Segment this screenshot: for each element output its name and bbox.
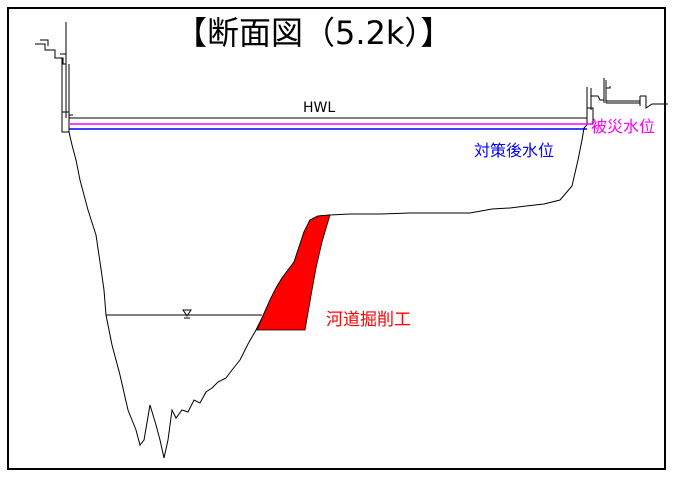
hwl-label: HWL xyxy=(303,100,336,116)
diagram-title: 【断面図（5.2k）】 xyxy=(175,14,453,52)
diagram-frame xyxy=(7,7,666,470)
excavation-label: 河道掘削工 xyxy=(326,310,411,330)
left-bank-structure xyxy=(35,22,73,133)
right-bank-structure xyxy=(586,78,668,125)
water-level-marker-icon xyxy=(182,309,192,319)
ground-profile xyxy=(68,124,588,459)
disaster-level-label: 被災水位 xyxy=(591,117,656,136)
post-measure-level-label: 対策後水位 xyxy=(474,141,555,160)
excavation-area xyxy=(256,214,331,331)
